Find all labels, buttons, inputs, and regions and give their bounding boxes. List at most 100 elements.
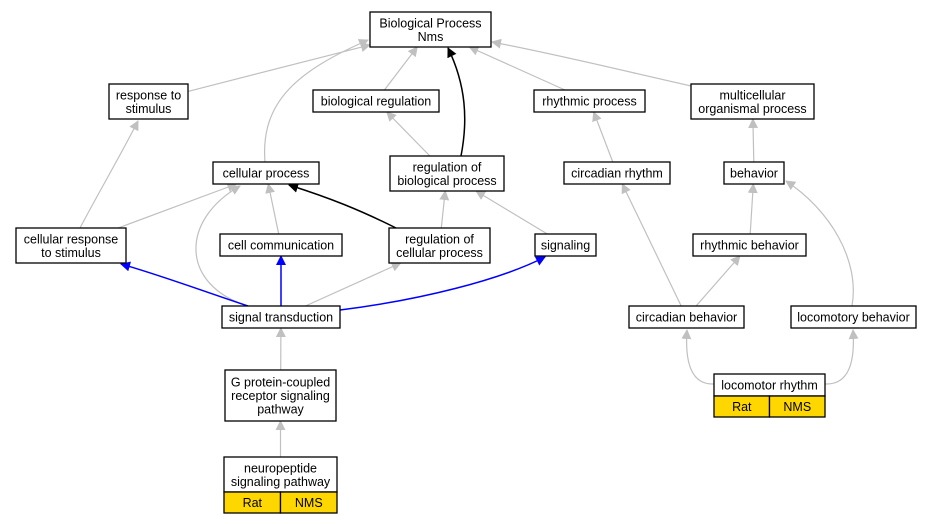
edge-cellular-process-to-biological-process (264, 39, 369, 163)
edge-signaling-to-regulation-of-biological-process (475, 190, 548, 235)
node-circadian-behavior[interactable]: circadian behavior (628, 305, 745, 329)
node-box (533, 89, 646, 113)
node-box (108, 83, 189, 120)
node-label: behavior (730, 167, 778, 181)
node-label: circadian rhythm (571, 167, 663, 181)
edge-rhythmic-process-to-biological-process (468, 46, 566, 91)
edge-regulation-of-cellular-process-to-cellular-process (288, 182, 397, 229)
edge-signal-transduction-to-cellular-response-to-stimulus (120, 261, 249, 307)
node-box (212, 161, 320, 185)
tag-label: Rat (732, 400, 752, 414)
node-label: signaling (541, 239, 590, 253)
node-cell-communication[interactable]: cell communication (219, 233, 343, 257)
edge-circadian-behavior-to-rhythmic-behavior (695, 255, 741, 307)
node-label: cellular process (396, 246, 483, 260)
edge-regulation-of-biological-process-to-biological-process (447, 47, 466, 157)
edge-locomotor-rhythm-to-circadian-behavior (681, 329, 715, 385)
edge-rhythmic-behavior-to-behavior (747, 183, 758, 235)
node-label: cellular process (223, 167, 310, 181)
node-label: signal transduction (229, 311, 333, 325)
node-box (389, 155, 505, 192)
node-label: neuropeptide (244, 461, 317, 475)
edge-response-to-stimulus-to-biological-process (187, 42, 371, 92)
edge-biological-regulation-to-biological-process (383, 46, 418, 91)
node-box (723, 161, 785, 185)
node-box (563, 161, 671, 185)
node-box (690, 83, 815, 120)
node-signal-transduction[interactable]: signal transduction (221, 305, 341, 329)
node-label: rhythmic behavior (700, 239, 799, 253)
edge-signal-transduction-to-cellular-process (195, 185, 249, 307)
node-signaling[interactable]: signaling (534, 233, 597, 257)
node-label: cell communication (228, 239, 334, 253)
node-label: response to (116, 88, 181, 102)
node-circadian-rhythm[interactable]: circadian rhythm (563, 161, 671, 185)
node-label: multicellular (720, 88, 786, 102)
edge-cellular-response-to-stimulus-to-cellular-process (117, 182, 238, 229)
edge-regulation-of-cellular-process-to-regulation-of-biological-process (439, 190, 450, 229)
node-label: Biological Process (379, 16, 481, 30)
node-label: biological regulation (321, 95, 432, 109)
tag-label: NMS (783, 400, 811, 414)
node-box (388, 227, 491, 264)
node-label: circadian behavior (636, 311, 737, 325)
node-label: stimulus (126, 102, 172, 116)
node-label: signaling pathway (231, 475, 331, 489)
edge-cell-communication-to-cellular-process (265, 183, 280, 235)
tag-label: NMS (295, 496, 323, 510)
node-box (692, 233, 807, 257)
node-box (369, 11, 492, 48)
node-box (628, 305, 745, 329)
node-label: organismal process (698, 102, 806, 116)
node-rhythmic-process[interactable]: rhythmic process (533, 89, 646, 113)
node-behavior[interactable]: behavior (723, 161, 785, 185)
edge-locomotor-rhythm-to-locomotory-behavior (824, 329, 859, 385)
node-cellular-process[interactable]: cellular process (212, 161, 320, 185)
edge-behavior-to-multicellular-organismal-process (748, 118, 759, 163)
tag-label: Rat (243, 496, 263, 510)
node-label: locomotory behavior (797, 311, 910, 325)
edges-layer (79, 38, 859, 457)
edge-locomotory-behavior-to-behavior (785, 180, 854, 307)
edge-circadian-rhythm-to-rhythmic-process (592, 111, 614, 163)
node-label: rhythmic process (542, 95, 636, 109)
node-label: Nms (418, 30, 444, 44)
node-box (15, 227, 127, 264)
node-box (219, 233, 343, 257)
edge-signal-transduction-to-regulation-of-cellular-process (305, 262, 402, 307)
node-box (790, 305, 917, 329)
node-label: locomotor rhythm (721, 379, 818, 393)
tag-cell (768, 395, 826, 418)
edge-cellular-response-to-stimulus-to-response-to-stimulus (79, 120, 139, 229)
node-label: regulation of (413, 160, 482, 174)
node-locomotory-behavior[interactable]: locomotory behavior (790, 305, 917, 329)
tag-cell (279, 491, 338, 514)
node-biological-regulation[interactable]: biological regulation (312, 89, 440, 113)
node-label: regulation of (405, 232, 474, 246)
node-label: to stimulus (41, 246, 101, 260)
node-label: pathway (257, 403, 304, 417)
node-box (224, 369, 337, 422)
node-rhythmic-behavior[interactable]: rhythmic behavior (692, 233, 807, 257)
node-box (221, 305, 341, 329)
node-label: G protein-coupled (231, 376, 330, 390)
node-label: receptor signaling (231, 389, 330, 403)
edge-circadian-behavior-to-circadian-rhythm (621, 183, 682, 307)
edge-signal-transduction-to-signaling (339, 256, 546, 311)
node-box (312, 89, 440, 113)
node-label: cellular response (24, 232, 119, 246)
edge-regulation-of-biological-process-to-biological-regulation (386, 111, 431, 157)
edge-multicellular-organismal-process-to-biological-process (491, 38, 692, 87)
node-box (534, 233, 597, 257)
